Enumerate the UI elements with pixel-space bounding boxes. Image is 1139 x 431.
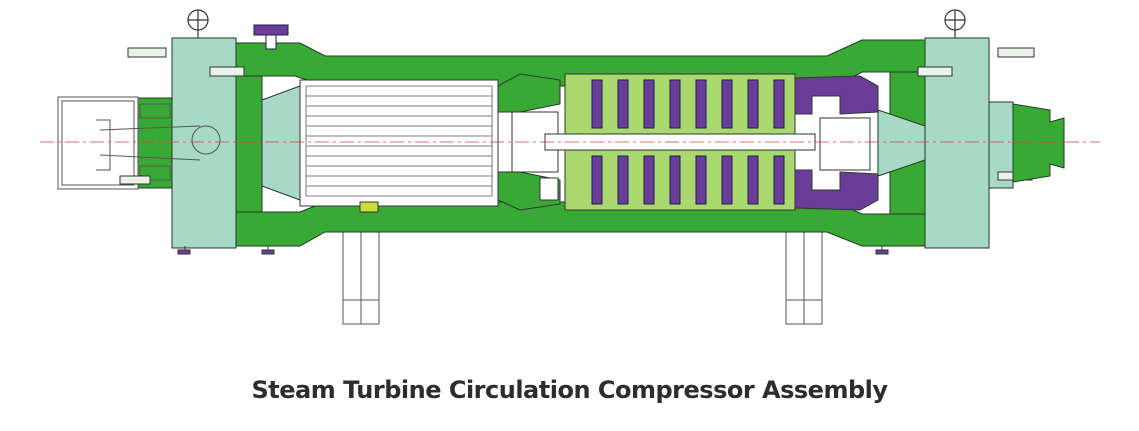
inlet-flange-frame bbox=[57, 96, 139, 190]
discharge-nozzle bbox=[877, 103, 1065, 183]
compressor-assembly-diagram bbox=[40, 9, 1100, 325]
lifting-eyes bbox=[187, 9, 966, 38]
turbine-inlet-casing bbox=[261, 85, 301, 201]
diagram-caption: Steam Turbine Circulation Compressor Ass… bbox=[251, 376, 888, 404]
inlet-duct bbox=[57, 96, 221, 190]
steam-turbine-section bbox=[261, 79, 499, 213]
discharge-volute bbox=[794, 75, 879, 115]
support-legs bbox=[342, 225, 823, 325]
rotor-shaft bbox=[40, 133, 1100, 151]
turbine-blade-cage bbox=[299, 79, 499, 207]
casing-left-wall bbox=[235, 75, 263, 213]
impeller-stages bbox=[591, 79, 785, 205]
top-nozzle-flange bbox=[253, 24, 289, 50]
